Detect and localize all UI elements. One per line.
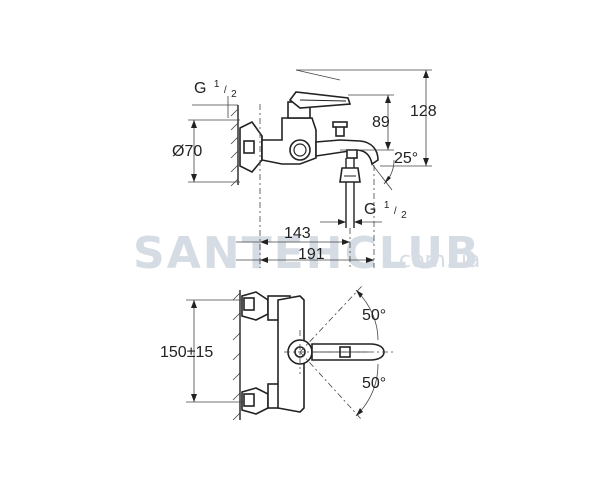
wall-rosette	[239, 120, 263, 173]
svg-text:G 1 /: G 1 / 2	[194, 74, 237, 100]
wall	[230, 105, 239, 187]
centres-label: 150±15	[160, 344, 213, 361]
dimension-89: 89	[340, 94, 394, 151]
thread-top-dimension: G 1 / 2	[192, 74, 238, 118]
watermark-domain: .com.ua	[392, 248, 480, 273]
diameter-dimension: Ø70	[172, 119, 240, 183]
dimension-128: 128	[295, 69, 437, 167]
thread-bottom-sup: 1	[384, 200, 390, 211]
thread-bottom-dimension: G 1 / 2	[320, 195, 407, 225]
dimension-191-label: 191	[298, 246, 325, 263]
watermark-brand: SANTEHCLUB	[133, 228, 481, 279]
dimension-89-label: 89	[372, 114, 390, 131]
diameter-label: Ø70	[172, 143, 202, 160]
thread-top-label: G	[194, 80, 206, 97]
angle-spout-dimension: 25°	[371, 150, 418, 191]
thread-top-sub: 2	[231, 89, 237, 100]
svg-text:G 1 /: G 1 / 2	[364, 195, 407, 221]
thread-bottom-label: G	[364, 201, 376, 218]
dimension-143-label: 143	[284, 225, 311, 242]
mixer-body-top	[267, 295, 385, 413]
mixer-body	[261, 91, 379, 228]
angle-spout-label: 25°	[394, 150, 418, 167]
centres-dimension: 150±15	[160, 299, 244, 403]
dimension-191: 191	[236, 246, 374, 263]
side-view: G 1 / 2 Ø70 89	[172, 69, 437, 268]
centre-lines-top	[284, 285, 396, 421]
thread-top-sup: 1	[214, 79, 220, 90]
wall-top	[232, 290, 241, 421]
top-view: 50° 50° 150±15	[160, 285, 396, 421]
thread-bottom-sub: 2	[401, 210, 407, 221]
angle-down-label: 50°	[362, 375, 386, 392]
watermark: SANTEHCLUB .com.ua	[133, 228, 481, 279]
connections-top	[241, 291, 269, 415]
centre-lines	[259, 104, 375, 268]
angle-up-label: 50°	[362, 307, 386, 324]
dimension-128-label: 128	[410, 103, 437, 120]
angle-dimensions-top: 50° 50°	[355, 289, 386, 417]
dimension-143: 143	[236, 225, 350, 245]
